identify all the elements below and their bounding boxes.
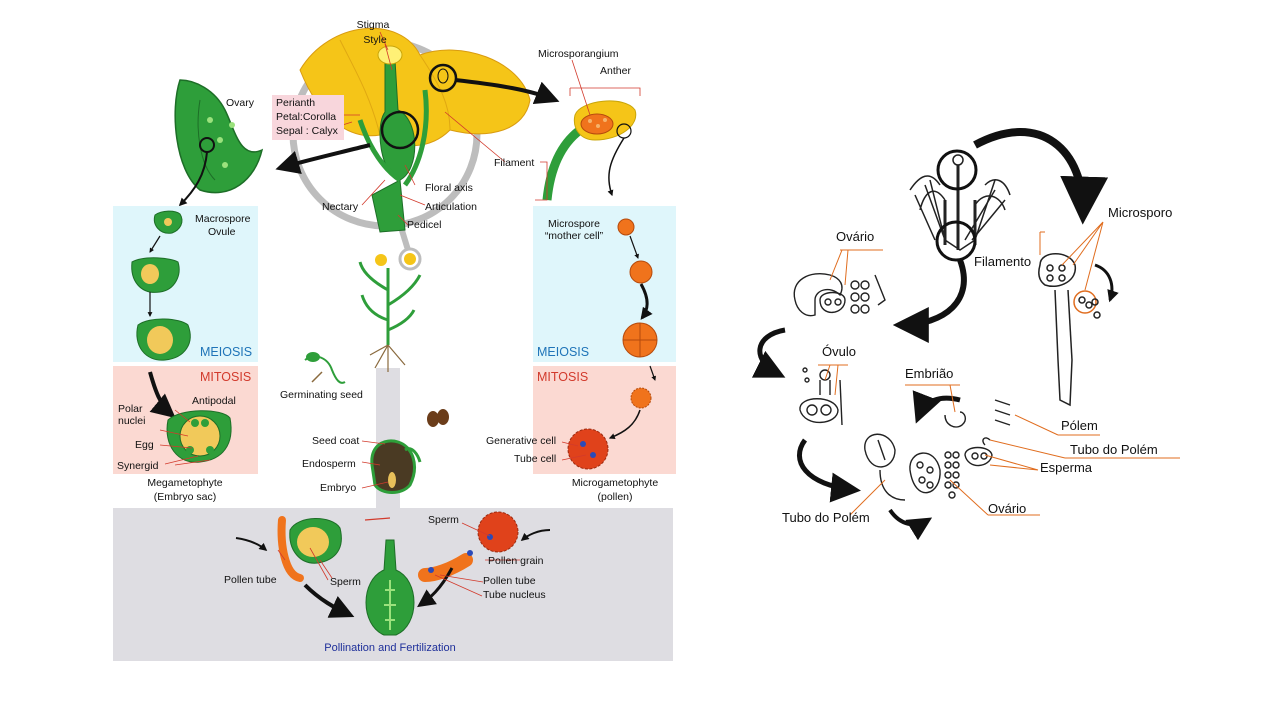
label-esperma: Esperma bbox=[1040, 460, 1093, 475]
label-tubo-polem-left: Tubo do Polém bbox=[782, 510, 870, 525]
label-tube-cell: Tube cell bbox=[514, 453, 557, 465]
label-pollen-tube-left: Pollen tube bbox=[224, 574, 277, 586]
label-nectary: Nectary bbox=[322, 201, 359, 213]
label-embryo: Embryo bbox=[320, 482, 357, 494]
label-ovule: Ovule bbox=[208, 226, 236, 238]
label-embryo-sac: (Embryo sac) bbox=[153, 491, 217, 503]
label-embriao: Embrião bbox=[905, 366, 954, 381]
label-pedicel: Pedicel bbox=[407, 219, 442, 231]
flower-petals bbox=[299, 27, 531, 147]
right-ovary-top bbox=[793, 273, 886, 317]
label-tubo-polem-right: Tubo do Polém bbox=[1070, 442, 1158, 457]
label-ovary: Ovary bbox=[226, 97, 255, 109]
label-seed-coat: Seed coat bbox=[312, 435, 360, 447]
label-pollen-grain: Pollen grain bbox=[488, 555, 544, 567]
label-tube-nucleus: Tube nucleus bbox=[483, 589, 546, 601]
right-ovule bbox=[799, 367, 843, 426]
label-pollination-title: Pollination and Fertilization bbox=[324, 642, 456, 654]
label-female-mitosis: MITOSIS bbox=[200, 370, 252, 384]
label-microgametophyte: Microgametophyte bbox=[571, 477, 659, 489]
label-antipodal: Antipodal bbox=[192, 395, 236, 407]
label-filament: Filament bbox=[494, 157, 535, 169]
label-female-meiosis: MEIOSIS bbox=[200, 345, 253, 359]
label-perianth: Perianth bbox=[276, 97, 316, 109]
label-articulation: Articulation bbox=[425, 201, 477, 213]
label-germinating-seed: Germinating seed bbox=[280, 389, 363, 401]
label-synergid: Synergid bbox=[117, 460, 159, 472]
label-sperm-right: Sperm bbox=[428, 514, 459, 526]
label-floral-axis: Floral axis bbox=[425, 182, 473, 194]
label-filamento: Filamento bbox=[974, 254, 1032, 269]
label-male-meiosis: MEIOSIS bbox=[537, 345, 590, 359]
label-pollen: (pollen) bbox=[597, 491, 633, 503]
label-microsporo: Microsporo bbox=[1108, 205, 1173, 220]
pollen-grain-drawing bbox=[567, 428, 609, 470]
label-style: Style bbox=[363, 34, 387, 46]
label-megametophyte: Megametophyte bbox=[147, 477, 223, 489]
label-ovario-bottom: Ovário bbox=[988, 501, 1027, 516]
label-polar-nuclei: Polar nuclei bbox=[118, 403, 146, 428]
label-ovulo: Óvulo bbox=[822, 344, 856, 359]
label-egg: Egg bbox=[135, 439, 154, 451]
label-microspore-mother: Microspore “mother cell” bbox=[544, 218, 604, 243]
label-endosperm: Endosperm bbox=[302, 458, 356, 470]
label-macrospore: Macrospore bbox=[195, 213, 251, 225]
label-sperm-left: Sperm bbox=[330, 576, 361, 588]
ovary-drawing bbox=[174, 79, 264, 194]
right-fertilization bbox=[864, 399, 1011, 501]
label-male-mitosis: MITOSIS bbox=[537, 370, 589, 384]
label-stigma: Stigma bbox=[356, 19, 390, 31]
label-sepal: Sepal : Calyx bbox=[276, 125, 338, 137]
label-pollen-tube-right: Pollen tube bbox=[483, 575, 536, 587]
label-polem: Pólem bbox=[1061, 418, 1098, 433]
label-microsporangium: Microsporangium bbox=[538, 48, 619, 60]
right-stamen bbox=[1038, 253, 1101, 407]
perianth-label-box bbox=[272, 95, 344, 140]
seed-drawing bbox=[370, 439, 416, 494]
right-flower bbox=[909, 154, 1011, 251]
label-generative-cell: Generative cell bbox=[486, 435, 557, 447]
label-ovario-top: Ovário bbox=[836, 229, 875, 244]
label-petal: Petal:Corolla bbox=[276, 111, 337, 123]
label-anther: Anther bbox=[600, 65, 631, 77]
